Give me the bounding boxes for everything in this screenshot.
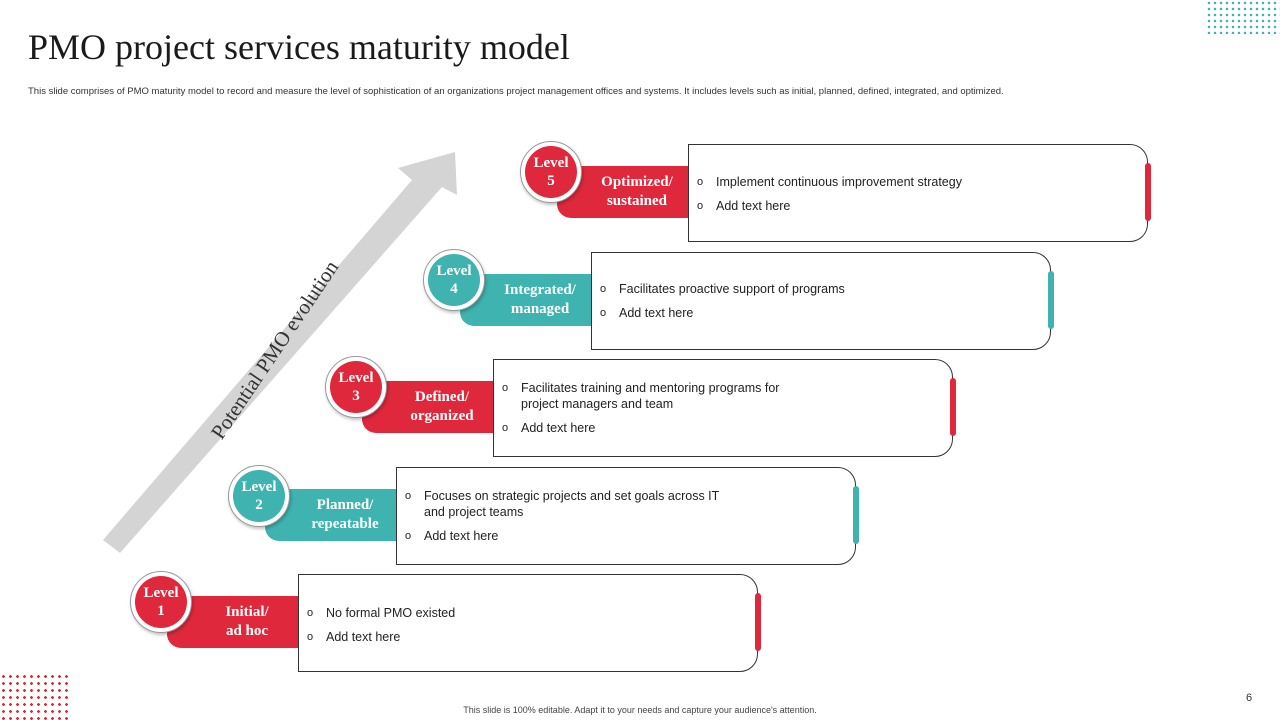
bullet-item: Facilitates training and mentoring progr… bbox=[502, 380, 812, 412]
page-number: 6 bbox=[1246, 692, 1253, 704]
footer-note: This slide is 100% editable. Adapt it to… bbox=[463, 705, 817, 715]
level-5-description-box: Implement continuous improvement strateg… bbox=[688, 144, 1151, 242]
evolution-arrow-shape bbox=[103, 152, 457, 553]
bullet-item: Add text here bbox=[405, 528, 735, 544]
bullet-item: No formal PMO existed bbox=[307, 605, 455, 621]
accent-bar bbox=[853, 486, 859, 544]
level-4-description-box: Facilitates proactive support of program… bbox=[591, 252, 1054, 350]
bullet-item: Add text here bbox=[697, 198, 962, 214]
accent-bar bbox=[755, 593, 761, 651]
level-5-name: Optimized/sustained bbox=[557, 166, 691, 218]
level-2-description-box: Focuses on strategic projects and set go… bbox=[396, 467, 859, 565]
decorative-dots-top-right bbox=[1206, 0, 1280, 34]
accent-bar bbox=[1145, 163, 1151, 221]
accent-bar bbox=[950, 378, 956, 436]
level-3-description-box: Facilitates training and mentoring progr… bbox=[493, 359, 956, 457]
page-title: PMO project services maturity model bbox=[28, 27, 570, 67]
decorative-dots-bottom-left bbox=[0, 673, 68, 720]
bullet-item: Implement continuous improvement strateg… bbox=[697, 174, 962, 190]
bullet-item: Add text here bbox=[307, 629, 455, 645]
level-1-description-box: No formal PMO existed Add text here bbox=[298, 574, 761, 672]
level-1-name: Initial/ad hoc bbox=[167, 596, 301, 648]
bullet-item: Add text here bbox=[600, 305, 845, 321]
bullet-item: Focuses on strategic projects and set go… bbox=[405, 488, 735, 520]
bullet-item: Add text here bbox=[502, 420, 812, 436]
accent-bar bbox=[1048, 271, 1054, 329]
bullet-item: Facilitates proactive support of program… bbox=[600, 281, 845, 297]
page-subtitle: This slide comprises of PMO maturity mod… bbox=[28, 86, 1004, 97]
